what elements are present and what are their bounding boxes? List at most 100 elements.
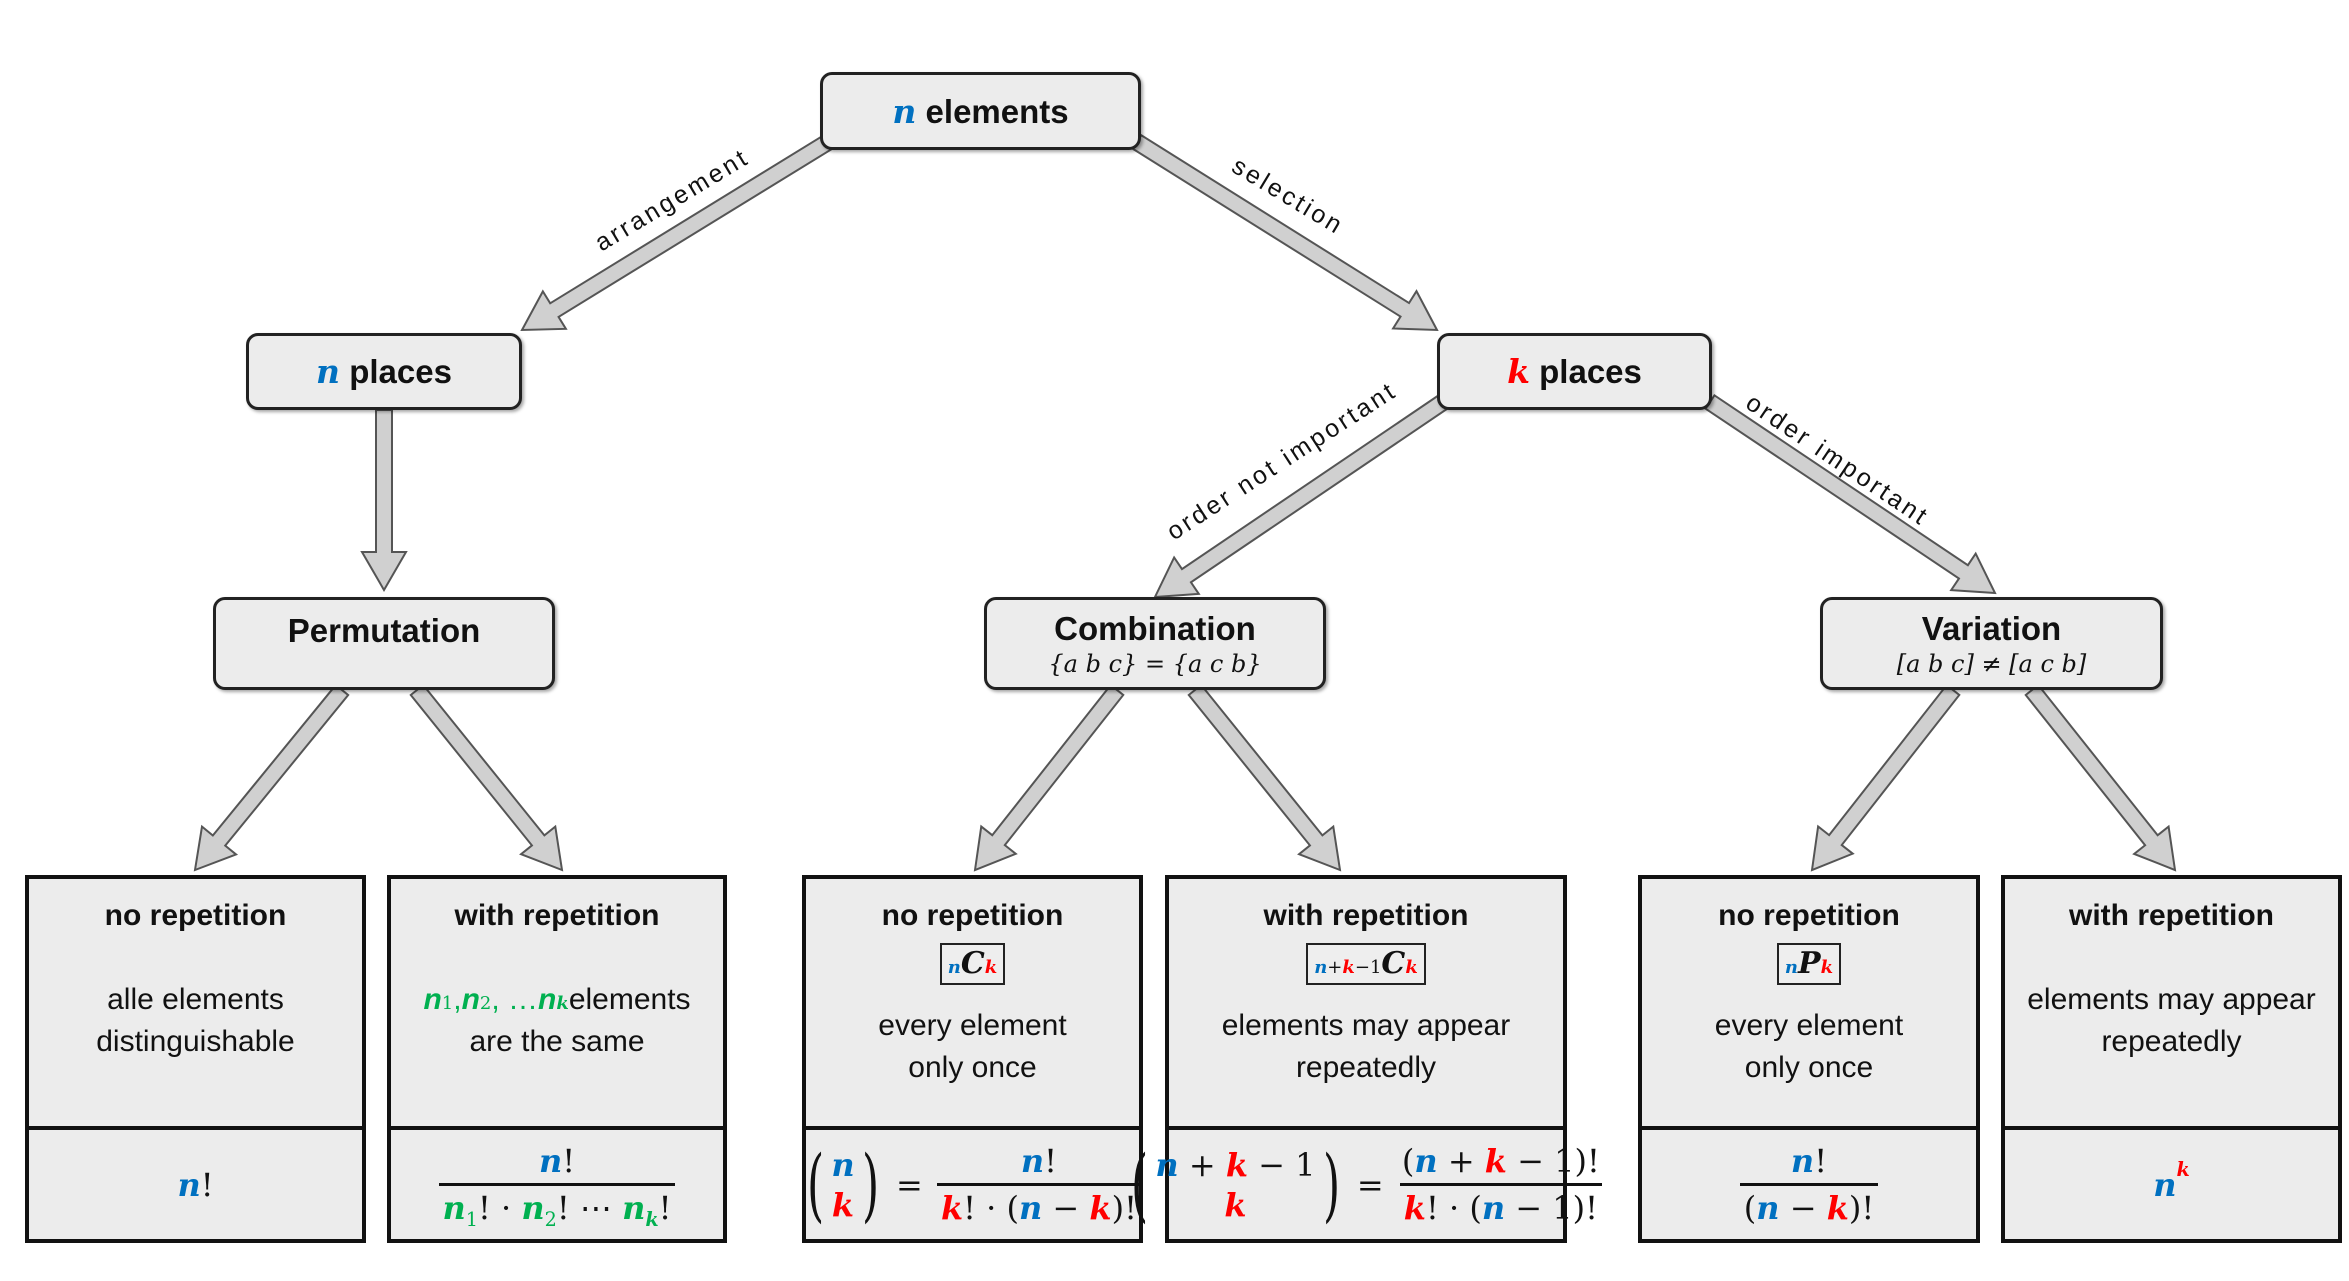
math-symbol: ! (1814, 1142, 1828, 1180)
case-heading: no repetition (1718, 899, 1900, 932)
math-fraction: n!k! · (n − k)! (936, 1142, 1141, 1227)
math-variable: n (538, 982, 557, 1016)
math-variable: k (1820, 957, 1834, 978)
math-variable: k (1342, 957, 1355, 978)
arrow-permutation-with-rep (409, 683, 564, 872)
math-variable: k (831, 1185, 855, 1224)
paren-right: ) (1322, 1137, 1340, 1231)
math-symbol: 2 (544, 1208, 557, 1231)
math-variable: k (940, 1189, 964, 1227)
case-heading: no repetition (881, 899, 1064, 932)
math-variable: k (1225, 1145, 1248, 1184)
math-variable: n (1790, 1142, 1815, 1180)
math-variable: n (1756, 1189, 1780, 1227)
case-description: elements may appear repeatedly (2027, 933, 2316, 1126)
math-symbol: ! · (478, 1189, 522, 1227)
math-symbol: − 1)! (1506, 1142, 1600, 1180)
math-symbol: 2 (479, 992, 492, 1014)
math-symbol: − 1 (1248, 1145, 1316, 1184)
math-symbol: , … (491, 982, 539, 1016)
node-k-places: k places (1437, 333, 1712, 410)
description-line: repeatedly (1296, 1047, 1436, 1089)
math-variable: k (1484, 1142, 1507, 1180)
description-line: are the same (469, 1021, 644, 1063)
arrow-variation-with-rep (2024, 683, 2177, 872)
fraction-numerator: n! (1787, 1142, 1831, 1183)
math-variable: k (2176, 1157, 2190, 1181)
math-symbol: )! (1848, 1189, 1875, 1227)
description-line: alle elements (107, 979, 284, 1021)
math-subscript: k (645, 1208, 658, 1231)
text: repeatedly (1295, 1050, 1437, 1084)
node-example: [a b c] ≠ [a c b] (1896, 649, 2087, 678)
math-symbol: 1 (441, 992, 454, 1014)
math-symbol: − (1779, 1189, 1827, 1227)
description-line: distinguishable (96, 1021, 294, 1063)
binomial-bottom: k (1224, 1185, 1246, 1225)
arrow-permutation-no-rep (193, 683, 350, 872)
description-line: only once (1745, 1047, 1873, 1089)
description-line: only once (908, 1047, 1036, 1089)
math-symbol: = (1346, 1165, 1394, 1204)
description-line: elements may appear (1222, 1005, 1511, 1047)
math-subscript: k (1821, 949, 1833, 987)
node-permutation: Permutation (213, 597, 555, 690)
text: distinguishable (96, 1024, 295, 1058)
math-subscript: 2 (480, 983, 491, 1025)
text: every element (1714, 1008, 1904, 1042)
math-variable: n (538, 1142, 563, 1180)
node-example: {a b c} = {a c b} (1048, 649, 1262, 678)
arrow-root-to-k-places (1131, 133, 1439, 332)
arrow-variation-no-rep (1810, 683, 1961, 872)
description-line: every element (878, 1005, 1066, 1047)
math-symbol: + (1327, 957, 1343, 978)
math-symbol: ! (658, 1189, 672, 1227)
math-symbol: ! · ( (963, 1189, 1019, 1227)
description-line: repeatedly (2101, 1021, 2241, 1063)
case-heading: with repetition (454, 899, 660, 932)
fraction-numerator: (n + k − 1)! (1398, 1142, 1604, 1183)
math-variable: k (1403, 1189, 1426, 1227)
math-variable: k (645, 1208, 659, 1231)
text: every element (878, 1008, 1067, 1042)
fraction-numerator: n! (1017, 1142, 1061, 1183)
math-variable: n (461, 982, 480, 1016)
case-description: every element only once (878, 985, 1066, 1126)
math-subscript: k (556, 983, 568, 1025)
var-k: k (1507, 352, 1530, 391)
math-variable: k (1826, 1189, 1849, 1227)
text: only once (908, 1050, 1037, 1084)
math-subscript: 1 (442, 983, 453, 1025)
math-variable: n (1018, 1189, 1043, 1227)
math-symbol: − 1)! (1505, 1189, 1598, 1227)
math-subscript: k (985, 949, 997, 987)
math-subscript: n (948, 949, 961, 987)
math-symbol: 1 (465, 1208, 478, 1231)
math-variable: k (984, 957, 998, 978)
node-n-elements: n elements (820, 72, 1141, 150)
math-variable: n (521, 1189, 545, 1227)
math-variable: n (1020, 1142, 1045, 1180)
case-formula-cell: n! (29, 1130, 362, 1239)
text: elements may appear (2027, 982, 2316, 1016)
text: elements (568, 982, 691, 1016)
